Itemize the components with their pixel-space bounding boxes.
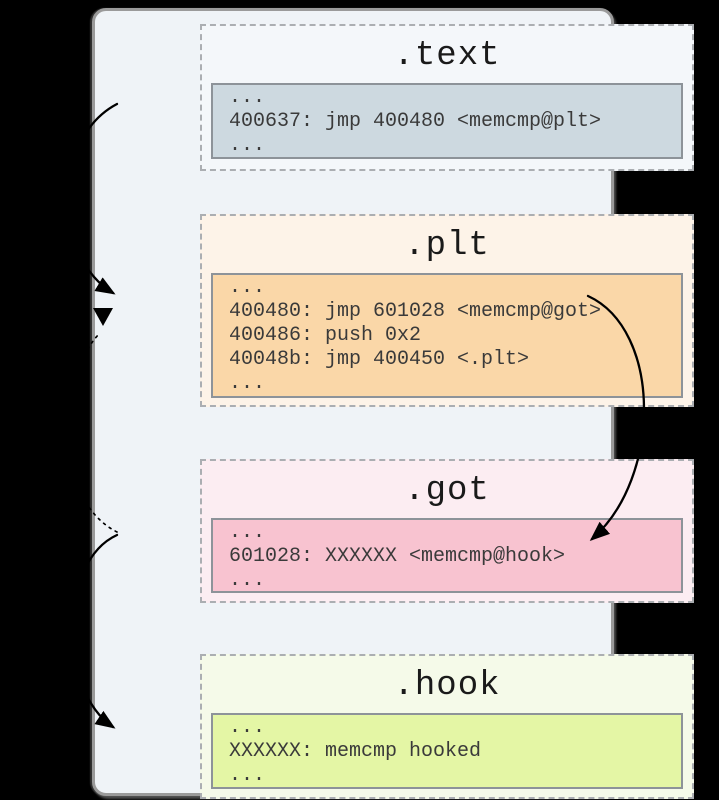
code-box-plt: ... 400480: jmp 601028 <memcmp@got> 4004… [211,273,683,398]
code-line: 400637: jmp 400480 <memcmp@plt> [229,110,602,133]
code-line: 400480: jmp 601028 <memcmp@got> [229,300,602,323]
code-line: 400486: push 0x2 [229,324,422,347]
code-box-hook: ... XXXXXX: memcmp hooked ... [211,713,683,789]
code-line: ... [229,134,266,157]
section-title-plt: .plt [404,227,490,265]
code-box-text: ... 400637: jmp 400480 <memcmp@plt> ... [211,83,683,159]
section-text: .text ... 400637: jmp 400480 <memcmp@plt… [200,24,694,171]
diagram-container: .text ... 400637: jmp 400480 <memcmp@plt… [92,8,694,799]
section-title-got: .got [404,472,490,510]
section-hook: .hook ... XXXXXX: memcmp hooked ... [200,654,694,799]
code-line: ... [229,569,266,592]
section-got: .got ... 601028: XXXXXX <memcmp@hook> ..… [200,459,694,603]
code-line: 40048b: jmp 400450 <.plt> [229,348,530,371]
code-line: ... [229,276,266,299]
code-line: ... [229,764,266,787]
code-line: XXXXXX: memcmp hooked [229,740,482,763]
code-line: 601028: XXXXXX <memcmp@hook> [229,545,566,568]
code-line: ... [229,521,266,544]
code-line: ... [229,372,266,395]
code-box-got: ... 601028: XXXXXX <memcmp@hook> ... [211,518,683,593]
section-title-hook: .hook [393,667,501,705]
section-title-text: .text [393,37,501,75]
code-line: ... [229,716,266,739]
code-line: ... [229,86,266,109]
section-plt: .plt ... 400480: jmp 601028 <memcmp@got>… [200,214,694,407]
